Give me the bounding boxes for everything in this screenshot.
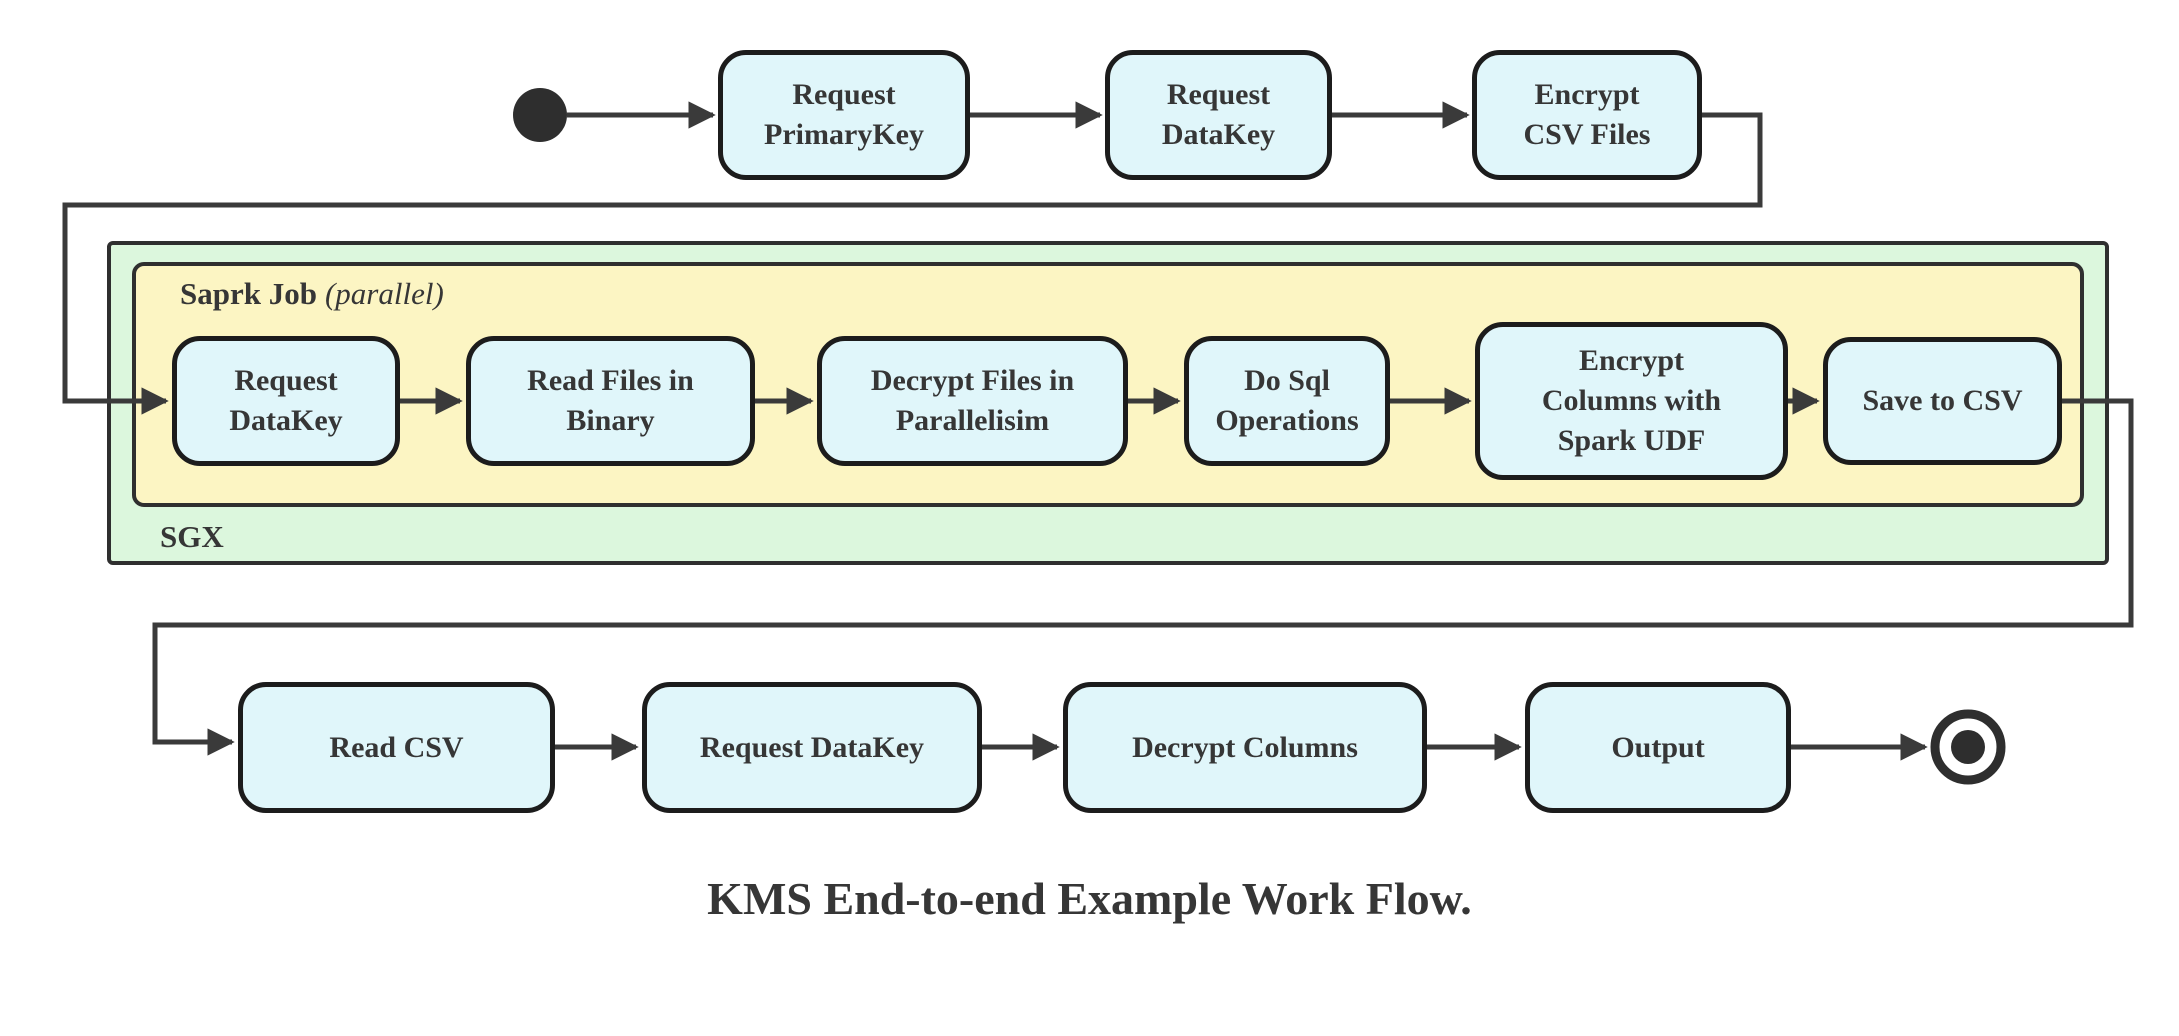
start-node [513,88,567,142]
node-request-datakey-bottom: Request DataKey [642,682,982,813]
end-node-ring [1930,709,2006,785]
node-encrypt-csv-files: Encrypt CSV Files [1472,50,1702,180]
node-request-datakey-sgx: Request DataKey [172,336,400,466]
end-node-dot [1951,730,1985,764]
node-encrypt-columns-with-spark-udf: Encrypt Columns with Spark UDF [1475,322,1788,480]
node-read-files-in-binary: Read Files in Binary [466,336,755,466]
node-save-to-csv: Save to CSV [1823,337,2062,465]
spark-job-title: Saprk Job [180,276,317,311]
sgx-label: SGX [160,519,224,554]
node-decrypt-columns: Decrypt Columns [1063,682,1427,813]
spark-job-parallel-note: (parallel) [324,276,444,311]
node-request-primarykey: Request PrimaryKey [718,50,970,180]
node-output: Output [1525,682,1791,813]
diagram-caption: KMS End-to-end Example Work Flow. [707,873,1472,924]
node-read-csv: Read CSV [238,682,555,813]
node-do-sql-operations: Do Sql Operations [1184,336,1390,466]
node-decrypt-files-in-parallelisim: Decrypt Files in Parallelisim [817,336,1128,466]
spark-job-label: Saprk Job(parallel) [180,276,444,312]
node-request-datakey-top: Request DataKey [1105,50,1332,180]
